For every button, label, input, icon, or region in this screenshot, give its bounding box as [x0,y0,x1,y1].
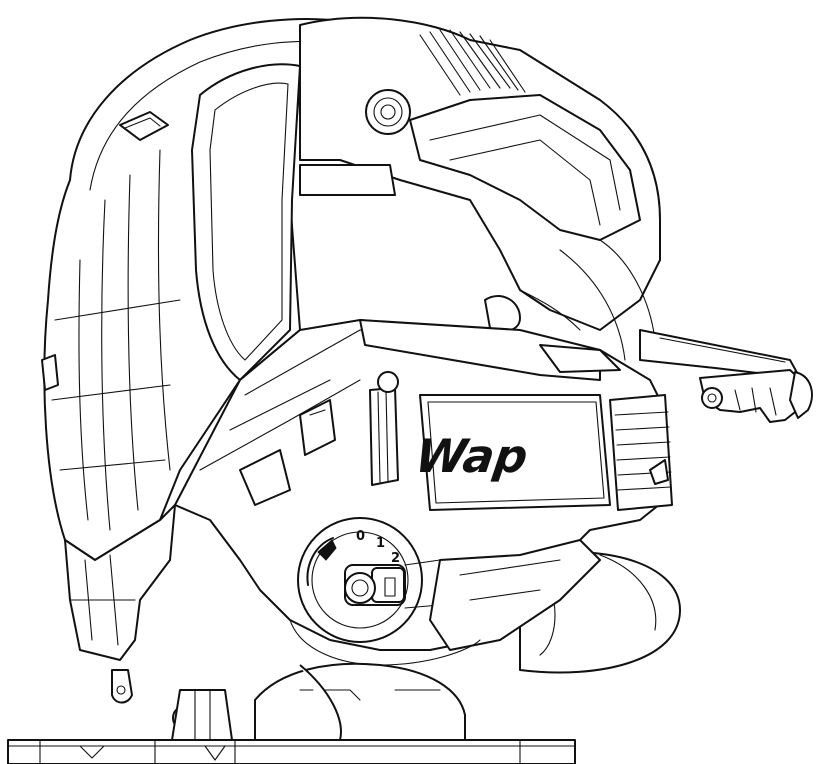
dial-label-0: 0 [356,529,365,544]
dial-label-2: 2 [391,551,400,566]
lower-cover [289,539,601,666]
top-handle [299,16,661,361]
dial-label-1: 1 [376,536,385,551]
base-plate [7,739,576,764]
pendulum-switch[interactable] [344,559,441,609]
logo-plate: Wap [412,394,611,511]
front-knob [609,394,673,511]
wap-logo: Wap [412,429,531,483]
power-cord [639,329,813,423]
blade-guide [171,662,466,741]
motor-housing [41,18,361,704]
